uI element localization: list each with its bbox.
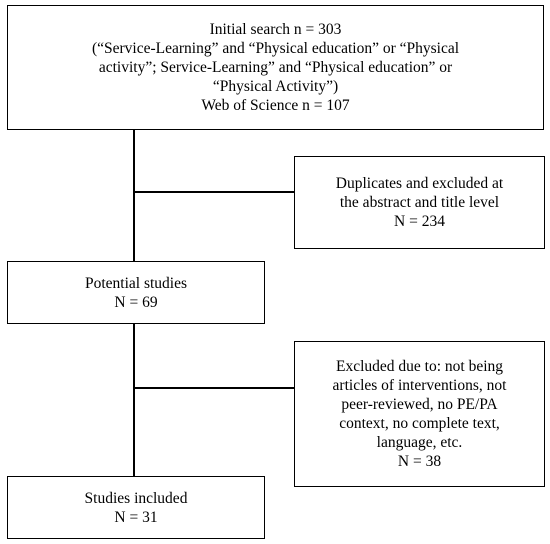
duplicates-count: N = 234 xyxy=(394,213,445,230)
web-of-science-count: Web of Science n = 107 xyxy=(201,97,350,114)
studies-included-label: Studies included xyxy=(84,489,188,507)
initial-search-box: Initial search n = 303 (“Service-Learnin… xyxy=(7,5,544,130)
excluded-line-3: peer-reviewed, no PE/PA xyxy=(341,396,498,413)
potential-studies-count: N = 69 xyxy=(114,293,158,311)
duplicates-line-2: the abstract and title level xyxy=(339,194,500,211)
search-terms-line-3: “Physical Activity”) xyxy=(212,78,339,95)
excluded-reasons-box: Excluded due to: not being articles of i… xyxy=(294,341,545,487)
excluded-line-4: context, no complete text, xyxy=(339,415,500,432)
connector-potential-to-included xyxy=(133,324,135,476)
connector-to-excluded xyxy=(133,387,294,389)
initial-search-count: Initial search n = 303 xyxy=(209,21,342,38)
potential-studies-label: Potential studies xyxy=(84,274,188,292)
excluded-line-1: Excluded due to: not being xyxy=(335,358,504,375)
excluded-count: N = 38 xyxy=(397,453,442,470)
duplicates-line-1: Duplicates and excluded at xyxy=(335,175,504,192)
excluded-line-2: articles of interventions, not xyxy=(332,377,507,394)
search-terms-line-2: activity”; Service-Learning” and “Physic… xyxy=(98,59,453,76)
studies-included-count: N = 31 xyxy=(114,508,158,526)
potential-studies-box: Potential studies N = 69 xyxy=(7,261,265,324)
excluded-line-5: language, etc. xyxy=(376,434,463,451)
connector-initial-to-potential xyxy=(133,130,135,261)
connector-to-duplicates xyxy=(133,191,294,193)
search-terms-line-1: (“Service-Learning” and “Physical educat… xyxy=(91,40,460,57)
studies-included-box: Studies included N = 31 xyxy=(7,476,265,539)
duplicates-excluded-box: Duplicates and excluded at the abstract … xyxy=(294,156,545,249)
